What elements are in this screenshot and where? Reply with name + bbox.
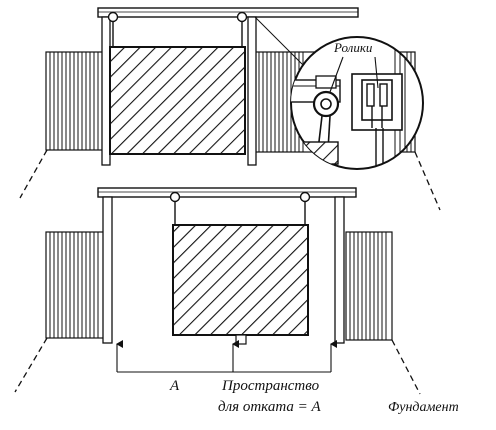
bottom-view: A Пространство для отката = A Фундамент: [14, 187, 459, 415]
rollback-space-label-line1: Пространство: [221, 378, 320, 394]
overhead-rail-bottom: [97, 187, 357, 198]
roller-right-bottom: [299, 191, 311, 203]
detail-leader-line: [254, 16, 311, 73]
roller-right-top: [236, 11, 248, 23]
left-post-bottom: [102, 196, 113, 344]
overhead-rail-top: [97, 7, 359, 18]
left-fence-top: [45, 51, 105, 151]
foundation-label: Фундамент: [388, 400, 459, 415]
gate-panel-rolled: [172, 224, 309, 336]
rollback-space-label-line2: для отката = A: [218, 399, 321, 415]
rollers-label: Ролики: [333, 40, 373, 55]
left-fence-ground-dashed: [19, 149, 48, 199]
roller-left-bottom: [169, 191, 181, 203]
left-fence-bottom: [45, 231, 105, 339]
roller-left-top: [107, 11, 119, 23]
right-fence-ground-dashed-bottom: [391, 339, 421, 395]
clearance-a-label: A: [169, 378, 180, 394]
left-fence-ground-dashed-bottom: [14, 337, 48, 393]
left-post-top: [101, 16, 111, 166]
right-fence-bottom: [345, 231, 393, 341]
right-post-top: [247, 16, 257, 166]
right-fence-ground-dashed: [414, 151, 441, 211]
gate-bottom-tab: [235, 334, 247, 345]
gate-panel-closed: [109, 46, 246, 155]
right-post-bottom: [334, 196, 345, 344]
roller-detail-lens: Ролики: [290, 36, 424, 170]
